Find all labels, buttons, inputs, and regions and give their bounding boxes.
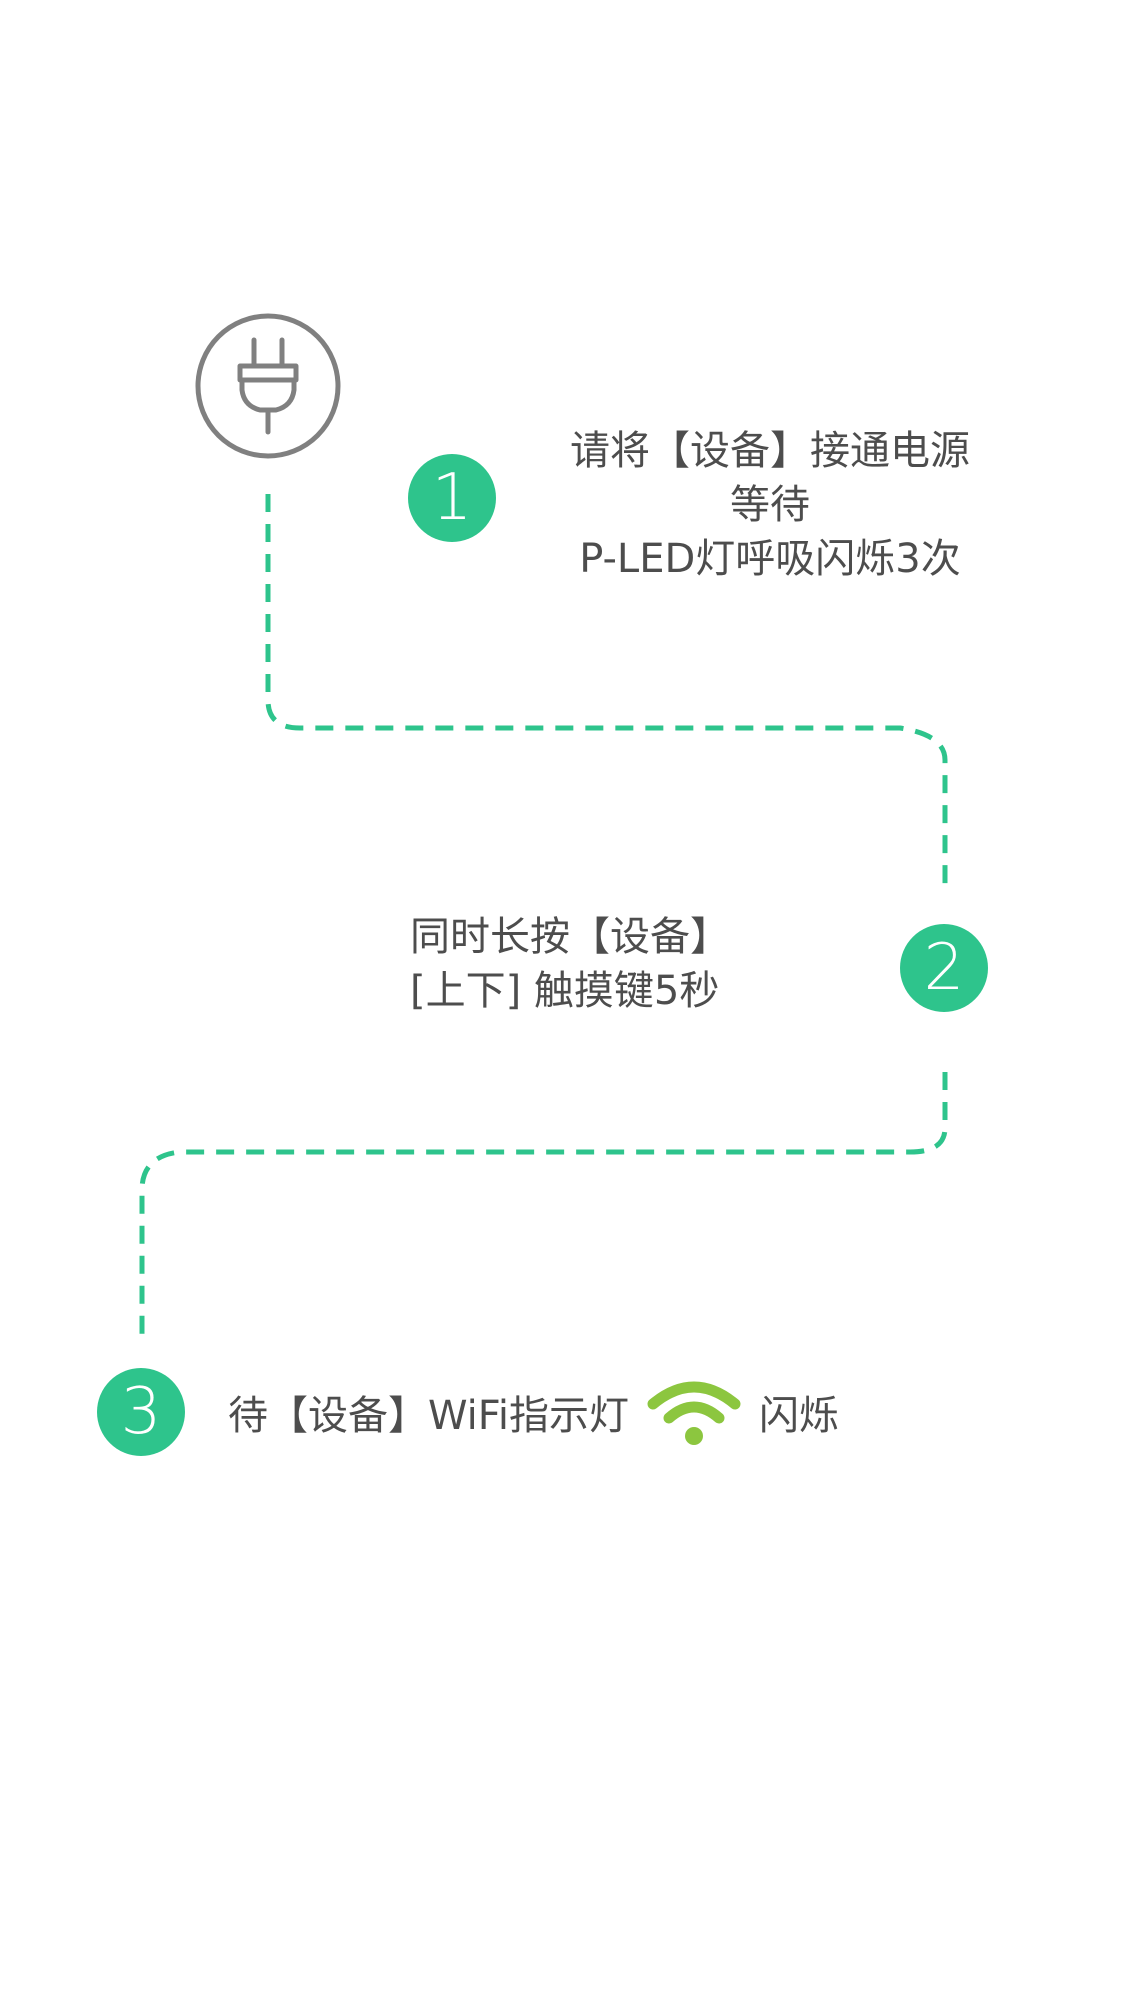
step-3-instruction: 待【设备】WiFi指示灯 闪烁 (228, 1372, 839, 1452)
step-1-instruction: 请将【设备】接通电源 等待 P-LED灯呼吸闪烁3次 (520, 424, 1020, 586)
step-1-line-1: 请将【设备】接通电源 (570, 428, 970, 474)
step-3-text-before: 待【设备】WiFi指示灯 (228, 1393, 629, 1439)
step-2-instruction: 同时长按【设备】 [上下] 触摸键5秒 (410, 910, 810, 1018)
step-2-line-2: [上下] 触摸键5秒 (410, 968, 720, 1014)
step-3-text-after: 闪烁 (759, 1393, 839, 1439)
step-2-badge: 2 (900, 924, 988, 1012)
step-3-badge: 3 (97, 1368, 185, 1456)
wifi-icon (647, 1381, 741, 1445)
step-1-line-2: 等待 (730, 482, 810, 528)
power-plug-icon (195, 313, 341, 459)
step-1-badge: 1 (408, 454, 496, 542)
step-1-line-3: P-LED灯呼吸闪烁3次 (579, 536, 961, 582)
step-2-line-1: 同时长按【设备】 (410, 914, 730, 960)
